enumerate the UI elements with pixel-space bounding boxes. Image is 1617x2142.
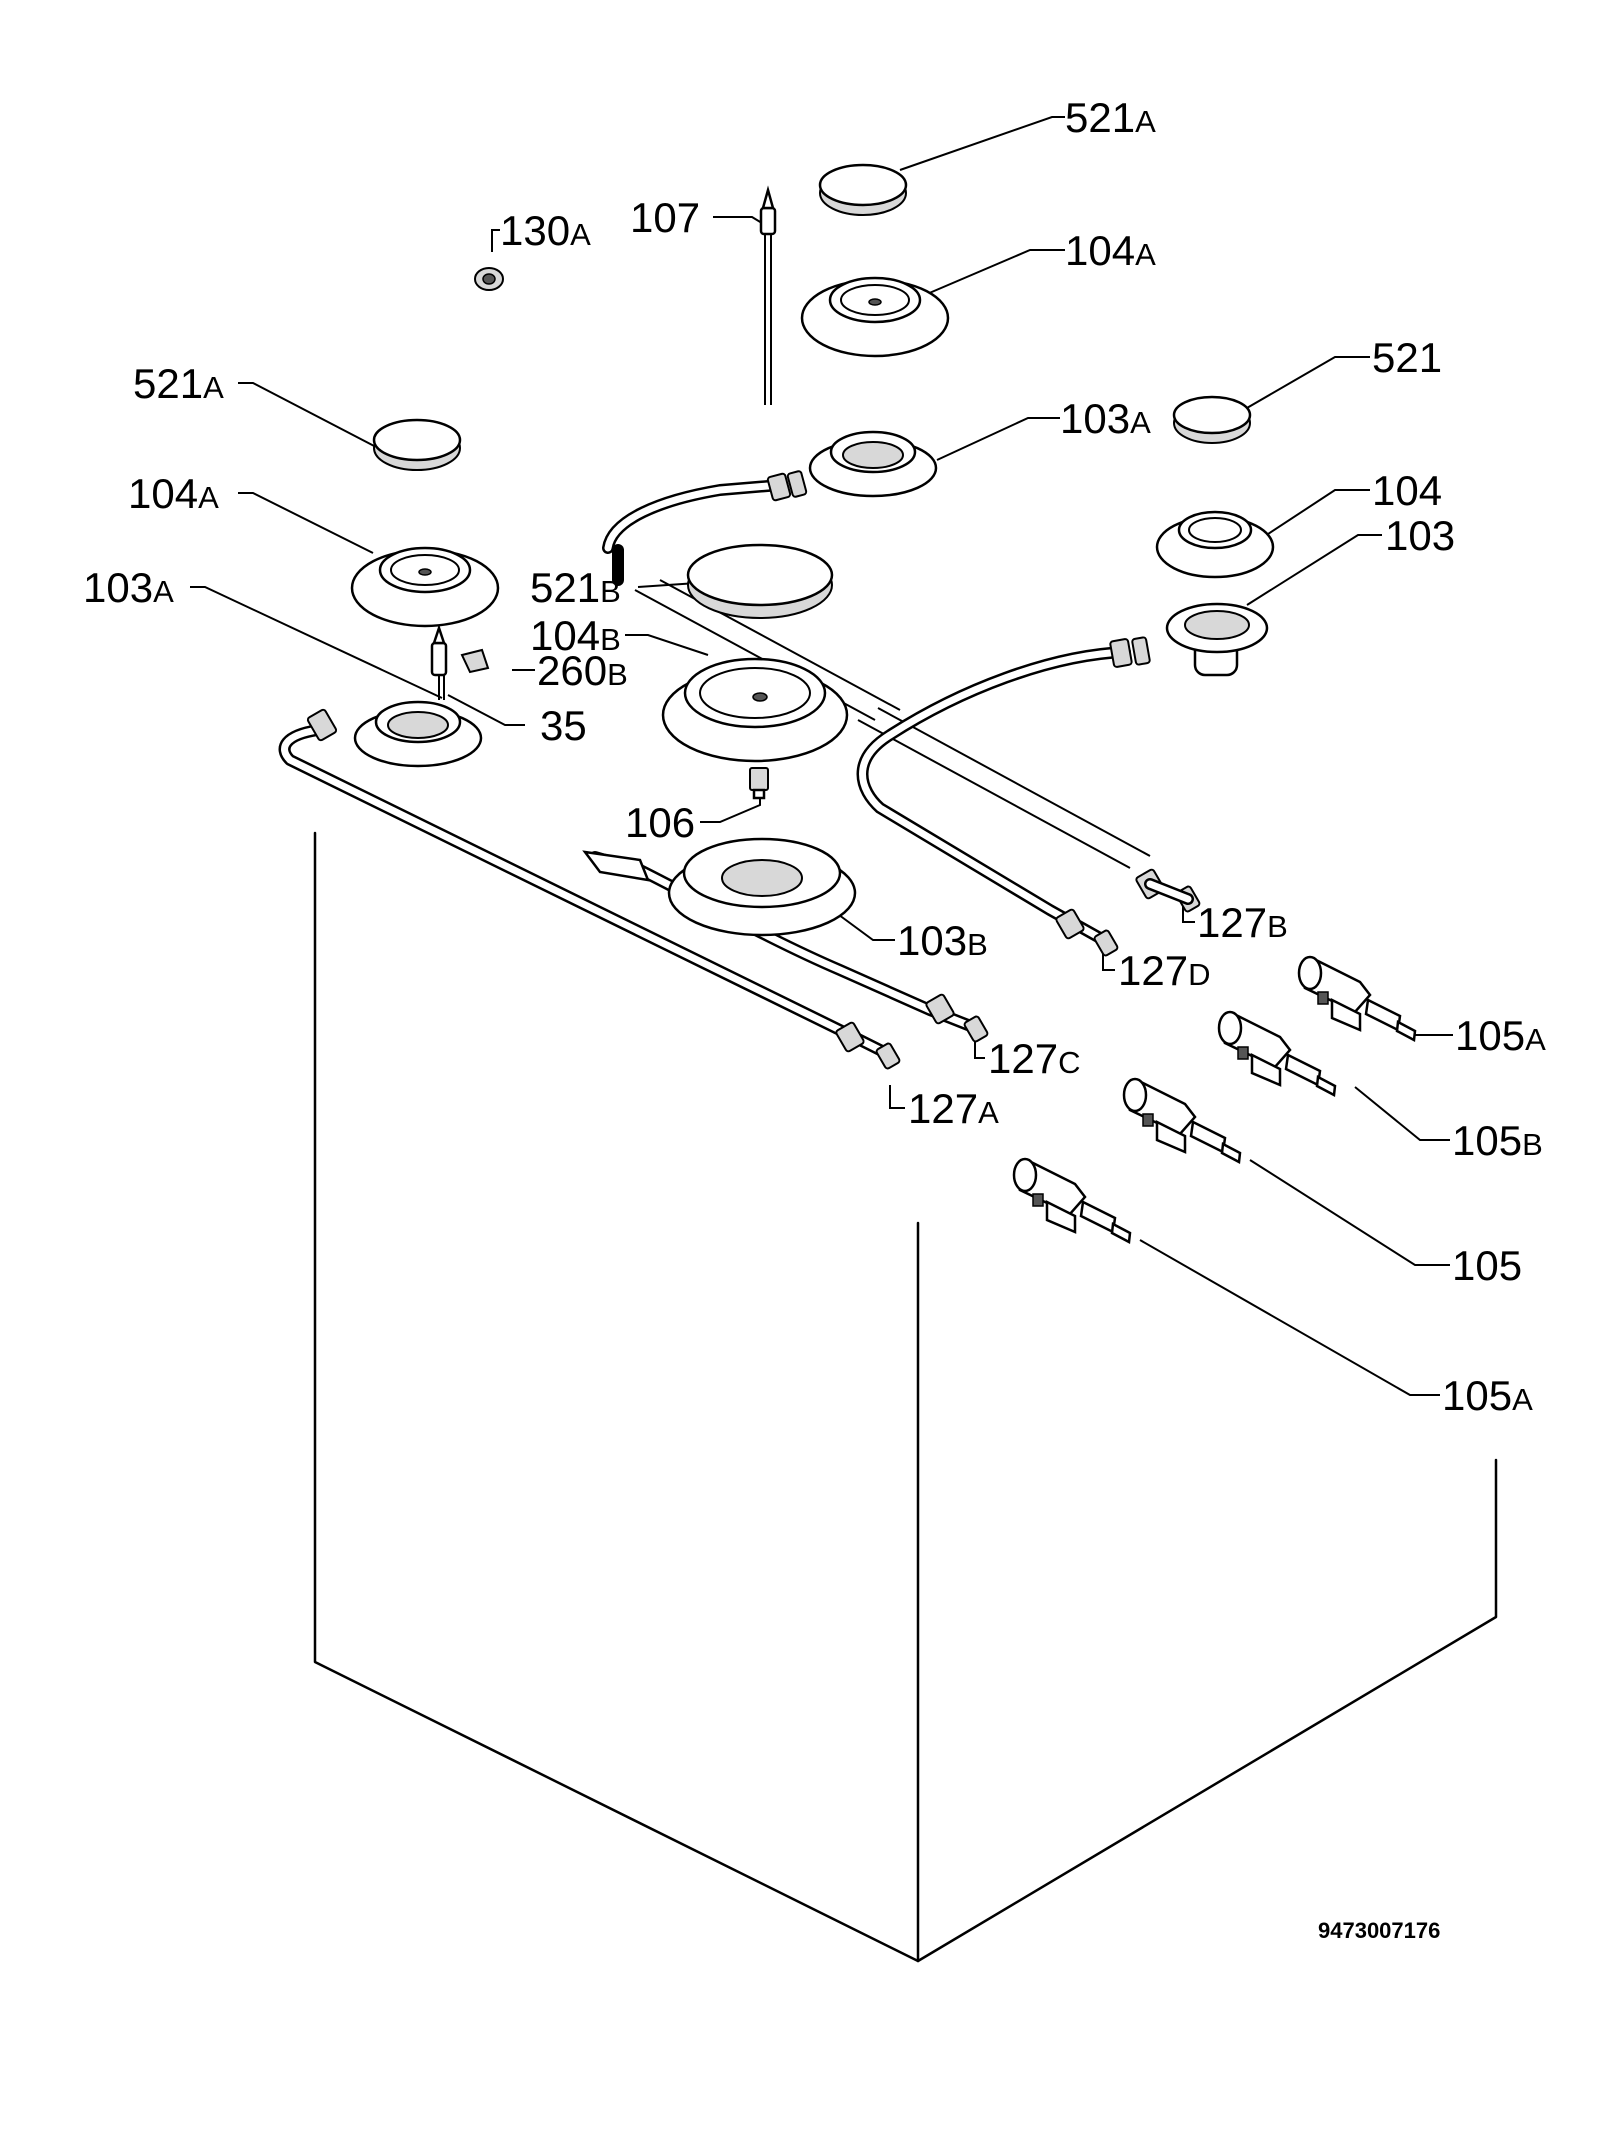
- label-521a-top: 521A: [1065, 94, 1156, 141]
- label-127b: 127B: [1197, 899, 1288, 946]
- guide-line-right-a: [857, 719, 1131, 869]
- clip-260b: [460, 648, 490, 674]
- crown-104a-top: [800, 276, 950, 358]
- leader-521a-top: [899, 116, 1065, 171]
- document-number: 9473007176: [1318, 1918, 1440, 1943]
- label-127c: 127C: [988, 1035, 1080, 1082]
- fitting-127d: [1055, 908, 1085, 940]
- fitting-left: [306, 708, 338, 742]
- label-104a-top: 104A: [1065, 227, 1156, 274]
- leader-103a-left: [190, 586, 443, 699]
- leader-104: [1261, 489, 1370, 539]
- label-103a-top: 103A: [1060, 395, 1151, 442]
- pipe-fittings: [306, 470, 1201, 1070]
- label-521a-left: 521A: [133, 360, 224, 407]
- burner-caps: [372, 163, 1252, 619]
- label-103a-left: 103A: [83, 564, 174, 611]
- tap-105b: [1217, 1010, 1337, 1097]
- guide-line-right-b: [877, 707, 1151, 857]
- part-labels: 521A 130A 107 104A 521A 521 103A 104A 10…: [83, 94, 1546, 1419]
- body-103a-left: [353, 700, 483, 768]
- leader-106: [700, 790, 761, 823]
- label-521b: 521B: [530, 564, 621, 611]
- label-105a-bottom: 105A: [1442, 1372, 1533, 1419]
- label-521: 521: [1372, 334, 1442, 381]
- body-103a-top: [808, 430, 938, 498]
- thermocouple-107: [759, 185, 777, 236]
- body-103b: [667, 837, 857, 937]
- label-104a-left: 104A: [128, 470, 219, 517]
- label-103b: 103B: [897, 917, 988, 964]
- leader-103a-top: [936, 417, 1060, 461]
- thermocouple-35: [430, 624, 448, 700]
- label-127a: 127A: [908, 1085, 999, 1132]
- label-104b: 104B: [530, 612, 621, 659]
- tap-105a-right: [1297, 955, 1417, 1042]
- fitting-127c: [925, 993, 955, 1025]
- label-127d: 127D: [1118, 947, 1210, 994]
- body-103: [1165, 602, 1269, 677]
- gas-taps: [1012, 955, 1417, 1244]
- leader-103: [1246, 534, 1382, 606]
- label-35: 35: [540, 702, 587, 749]
- leader-lines: [190, 116, 1453, 1396]
- crown-104a-left: [350, 546, 500, 628]
- fitting-top: [766, 472, 792, 502]
- leader-105b: [1354, 1086, 1450, 1141]
- leader-127a: [889, 1085, 905, 1109]
- leader-521: [1239, 356, 1370, 413]
- label-260b: 260B: [537, 647, 628, 694]
- fitting-right: [1109, 638, 1133, 668]
- leader-104b: [625, 634, 709, 656]
- small-parts: [430, 185, 777, 800]
- tap-105a-bottom: [1012, 1157, 1132, 1244]
- nut-130a: [474, 267, 504, 291]
- label-107: 107: [630, 194, 700, 241]
- crown-104: [1155, 510, 1275, 579]
- crown-104b: [661, 657, 849, 763]
- leader-127c: [974, 1037, 985, 1059]
- cooker-body: [313, 831, 1498, 1963]
- burner-crowns: [350, 276, 1275, 763]
- injector-103b: [582, 850, 650, 882]
- leader-104a-top: [912, 249, 1065, 301]
- label-105: 105: [1452, 1242, 1522, 1289]
- label-104: 104: [1372, 467, 1442, 514]
- label-105b: 105B: [1452, 1117, 1543, 1164]
- label-105a-right: 105A: [1455, 1012, 1546, 1059]
- fitting-127a: [835, 1021, 865, 1053]
- leader-35: [447, 694, 525, 726]
- leader-130a: [491, 229, 500, 252]
- label-106: 106: [625, 799, 695, 846]
- leader-103b: [834, 911, 895, 941]
- tap-105: [1122, 1077, 1242, 1164]
- injector-106: [749, 767, 769, 800]
- label-130a: 130A: [500, 207, 591, 254]
- leader-105a-bottom: [1139, 1239, 1440, 1396]
- burner-bodies: [353, 430, 1269, 937]
- leader-105: [1249, 1159, 1450, 1266]
- leader-521a-left: [238, 382, 379, 449]
- leader-104a-left: [238, 492, 374, 554]
- label-103: 103: [1385, 512, 1455, 559]
